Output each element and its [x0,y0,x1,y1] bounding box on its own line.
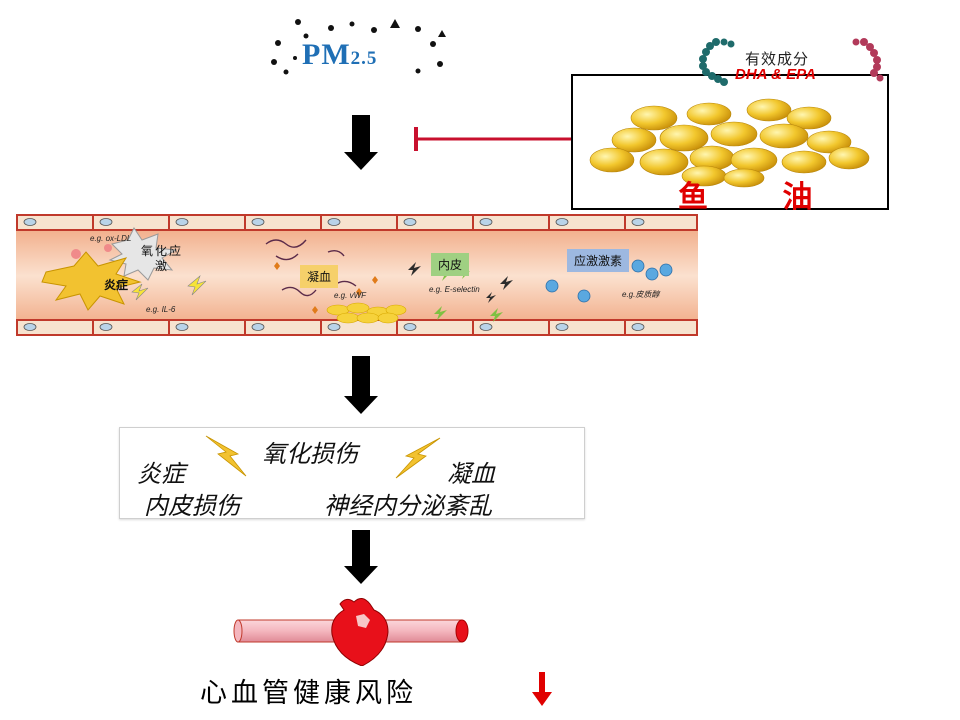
pm-particles [271,19,446,75]
endothelium-tag: 内皮 [431,253,470,276]
lightning-icon [205,435,247,477]
eg-e-selectin-label: e.g. E-selectin [429,285,480,294]
stress-hormone-tag: 应激激素 [567,249,630,272]
effect-oxidative-damage: 氧化损伤 [262,440,358,468]
eg-cortisol-label: e.g.皮质醇 [622,290,660,299]
artery-heart-image [233,598,469,666]
active-components-label: 有效成分 [745,50,810,68]
decrease-arrow-icon [532,672,552,706]
cardiovascular-risk-label: 心血管健康风险 [200,678,417,709]
eg-vwf-label: e.g. vWF [334,291,367,300]
eg-ox-ldl-label: e.g. ox-LDL [90,234,132,243]
eg-il6-label: e.g. IL-6 [146,305,176,314]
coagulation-tag: 凝血 [300,265,339,288]
fish-oil-label: 鱼 油 [678,180,845,215]
effect-coagulation: 凝血 [447,460,495,488]
oxidative-stress-label: 氧化应激 [140,244,183,273]
lightning-icon [395,437,441,479]
effect-inflammation: 炎症 [137,460,185,488]
fish-oil-capsules-image [589,98,870,188]
blood-vessel-illustration [16,214,698,336]
pm25-label: PM2.5 [302,38,378,71]
inflammation-label: 炎症 [104,278,129,292]
molecule-chains-image [699,38,884,86]
effect-endothelial-damage: 内皮损伤 [144,492,240,520]
dha-epa-label: DHA & EPA [735,66,816,83]
inhibition-line [414,127,574,151]
effect-neuroendocrine-disorder: 神经内分泌紊乱 [324,492,492,520]
effects-box [119,427,585,519]
down-arrow-3 [344,530,378,584]
down-arrow-2 [344,356,378,414]
down-arrow-1 [344,115,378,170]
